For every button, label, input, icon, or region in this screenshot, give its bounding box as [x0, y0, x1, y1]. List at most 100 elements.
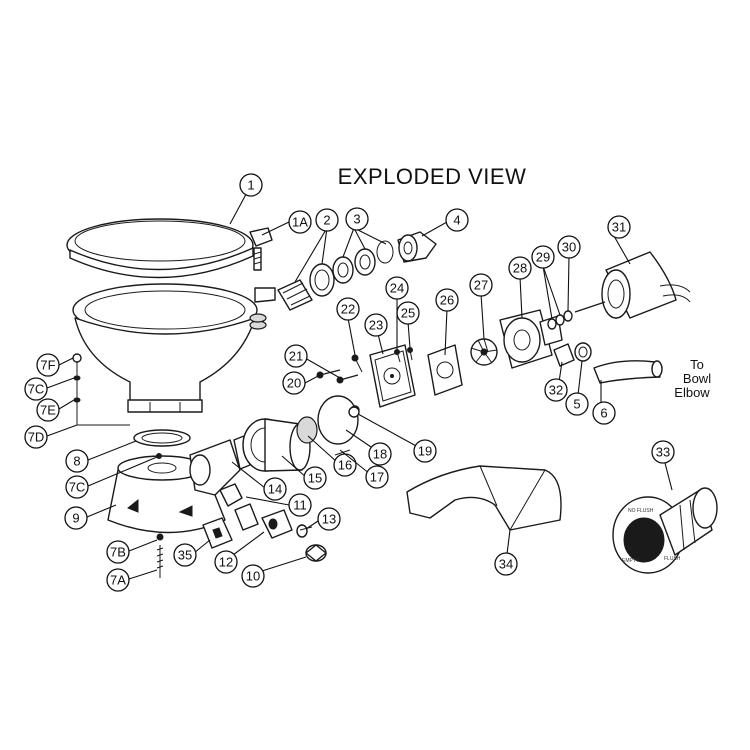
callout-12: 12 — [214, 550, 238, 574]
callout-21: 21 — [284, 344, 308, 368]
svg-text:12: 12 — [219, 555, 233, 570]
callout-29: 29 — [531, 245, 555, 269]
callout-25: 25 — [396, 301, 420, 325]
callout-24: 24 — [385, 276, 409, 300]
svg-text:29: 29 — [536, 250, 550, 265]
callout-23: 23 — [364, 313, 388, 337]
svg-text:33: 33 — [656, 445, 670, 460]
note-line-elbow: Elbow — [674, 385, 710, 400]
svg-text:5: 5 — [573, 397, 580, 412]
svg-text:7E: 7E — [40, 403, 56, 418]
callout-19: 19 — [413, 439, 437, 463]
callout-3: 3 — [345, 207, 369, 231]
panel-text-empty: EMPTY — [622, 558, 640, 564]
svg-text:3: 3 — [353, 212, 360, 227]
svg-text:24: 24 — [390, 281, 404, 296]
svg-text:7B: 7B — [110, 545, 126, 560]
svg-text:20: 20 — [287, 376, 301, 391]
callout-15: 15 — [303, 466, 327, 490]
callout-6: 6 — [592, 401, 616, 425]
inlet-fittings — [277, 231, 437, 311]
motor-cover-shroud — [406, 465, 562, 531]
base-screw — [156, 533, 164, 578]
electric-motor — [574, 251, 691, 319]
svg-text:17: 17 — [370, 470, 384, 485]
toilet-bowl — [72, 283, 276, 413]
svg-text:8: 8 — [73, 454, 80, 469]
callout-22: 22 — [336, 297, 360, 321]
callout-7f: 7F — [36, 353, 60, 377]
callout-10: 10 — [241, 564, 265, 588]
svg-text:16: 16 — [338, 458, 352, 473]
callout-13: 13 — [317, 507, 341, 531]
svg-text:1A: 1A — [292, 215, 308, 230]
callout-33: 33 — [651, 440, 675, 464]
svg-text:11: 11 — [293, 498, 307, 513]
svg-text:7C: 7C — [28, 382, 45, 397]
svg-text:7F: 7F — [40, 358, 55, 373]
impeller — [470, 338, 498, 366]
svg-text:27: 27 — [474, 278, 488, 293]
callout-16: 16 — [333, 453, 357, 477]
callout-5: 5 — [565, 392, 589, 416]
callout-7a: 7A — [106, 568, 130, 592]
svg-text:2: 2 — [323, 213, 330, 228]
callout-28: 28 — [508, 256, 532, 280]
pump-housing — [189, 416, 318, 507]
svg-text:25: 25 — [401, 306, 415, 321]
svg-text:6: 6 — [600, 406, 607, 421]
svg-text:19: 19 — [418, 444, 432, 459]
callout-26: 26 — [435, 288, 459, 312]
outlet-assembly — [553, 342, 663, 384]
callout-9: 9 — [64, 506, 88, 530]
svg-text:7D: 7D — [28, 430, 45, 445]
svg-text:18: 18 — [373, 447, 387, 462]
callout-20: 20 — [282, 371, 306, 395]
svg-text:30: 30 — [562, 240, 576, 255]
bolt-stack-left — [72, 353, 130, 426]
svg-text:31: 31 — [612, 220, 626, 235]
svg-text:35: 35 — [178, 548, 192, 563]
callout-8: 8 — [65, 449, 89, 473]
note-line-to: To — [690, 357, 704, 372]
svg-text:7C: 7C — [69, 480, 86, 495]
callout-14: 14 — [263, 477, 287, 501]
toilet-seat-lid — [66, 218, 273, 279]
callout-7d: 7D — [24, 425, 48, 449]
callout-2: 2 — [315, 208, 339, 232]
flush-control-switch: NO FLUSH FLUSH EMPTY — [612, 487, 718, 574]
svg-text:15: 15 — [308, 471, 322, 486]
discharge-fitting — [234, 503, 313, 539]
callout-35: 35 — [173, 543, 197, 567]
callout-30: 30 — [557, 235, 581, 259]
callout-7e: 7E — [36, 398, 60, 422]
svg-text:28: 28 — [513, 261, 527, 276]
svg-text:26: 26 — [440, 293, 454, 308]
callout-7c-lower: 7C — [65, 475, 89, 499]
callout-17: 17 — [365, 465, 389, 489]
svg-text:1: 1 — [247, 178, 254, 193]
svg-text:21: 21 — [289, 349, 303, 364]
callout-18: 18 — [368, 442, 392, 466]
diagram-title: EXPLODED VIEW — [338, 164, 527, 189]
callout-1: 1 — [239, 173, 263, 197]
svg-text:14: 14 — [268, 482, 282, 497]
svg-text:22: 22 — [341, 302, 355, 317]
callout-31: 31 — [607, 215, 631, 239]
svg-text:13: 13 — [322, 512, 336, 527]
callout-7b: 7B — [106, 540, 130, 564]
base-gasket — [133, 429, 191, 447]
callout-27: 27 — [469, 273, 493, 297]
svg-text:7A: 7A — [110, 573, 126, 588]
impeller-gasket — [427, 344, 463, 396]
seal-set — [317, 395, 360, 456]
svg-text:23: 23 — [369, 318, 383, 333]
callout-34: 34 — [494, 552, 518, 576]
svg-text:34: 34 — [499, 557, 513, 572]
svg-text:10: 10 — [246, 569, 260, 584]
panel-text-flush: FLUSH — [664, 556, 681, 562]
pump-cover-parts — [316, 344, 416, 408]
panel-text-no-flush: NO FLUSH — [628, 508, 654, 514]
